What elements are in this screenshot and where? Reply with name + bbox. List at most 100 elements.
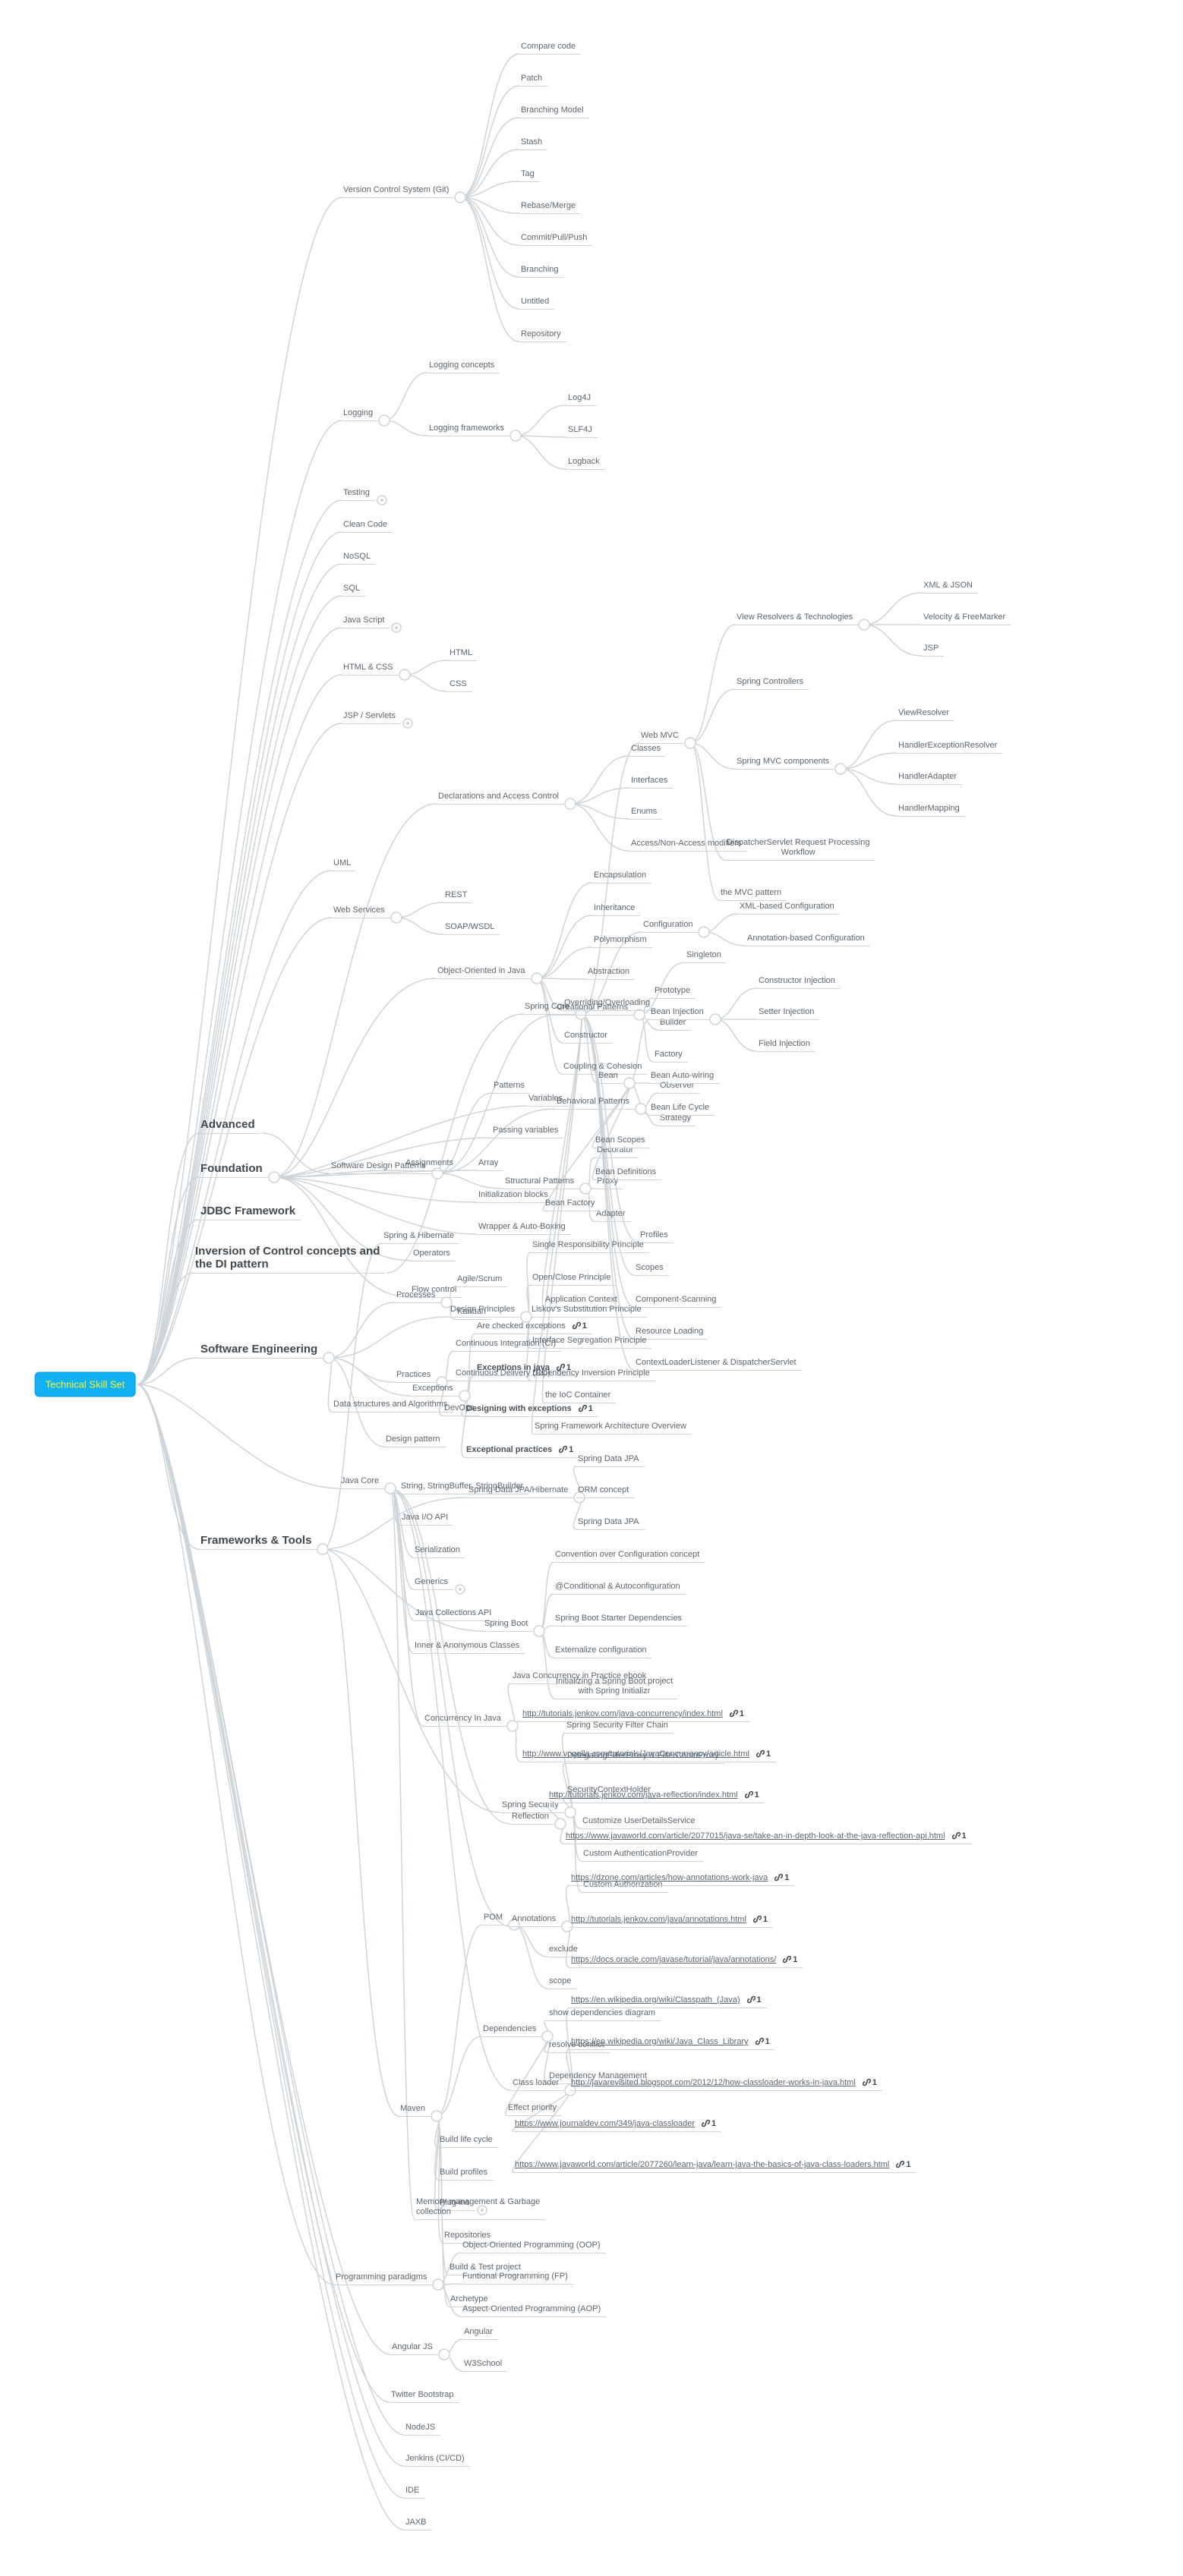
topic-slf4j-topic[interactable]: SLF4J bbox=[566, 425, 598, 438]
topic-spring-arch-topic[interactable]: Spring Framework Architecture Overview bbox=[533, 1422, 692, 1434]
topic-angular-js-topic[interactable]: Angular JS bbox=[390, 2342, 438, 2355]
topic-passing-variables-topic[interactable]: Passing variables bbox=[491, 1126, 564, 1138]
topic-singleton-topic[interactable]: Singleton bbox=[685, 950, 727, 963]
topic-annotations-topic[interactable]: Annotations bbox=[510, 1914, 562, 1927]
branch-junction-icon[interactable] bbox=[633, 1009, 645, 1021]
topic-jaxb-topic[interactable]: JAXB bbox=[404, 2518, 432, 2530]
topic-sql-topic[interactable]: SQL bbox=[342, 584, 366, 597]
topic-interface-segregation-topic[interactable]: Interface Segregation Principle bbox=[531, 1336, 652, 1349]
topic-jenkins-topic[interactable]: Jenkins (CI/CD) bbox=[404, 2454, 470, 2467]
branch-junction-icon[interactable] bbox=[858, 619, 870, 631]
branch-junction-icon[interactable] bbox=[564, 798, 576, 810]
topic-collections-api-topic[interactable]: Java Collections API bbox=[414, 1608, 497, 1621]
hyperlink-badge[interactable]: 1 bbox=[572, 1321, 587, 1331]
hyperlink-badge[interactable]: 1 bbox=[578, 1404, 593, 1414]
topic-velocity-freemarker-topic[interactable]: Velocity & FreeMarker bbox=[922, 613, 1011, 625]
topic-delegating-filter-proxy-topic[interactable]: DelegatingFilterProxy & FilterChainProxy bbox=[566, 1751, 724, 1764]
topic-flow-control-topic[interactable]: Flow control bbox=[410, 1285, 462, 1298]
collapse-indicator-icon[interactable] bbox=[455, 1584, 465, 1595]
branch-junction-icon[interactable] bbox=[531, 972, 543, 984]
hyperlink-badge[interactable]: 1 bbox=[729, 1709, 744, 1719]
topic-bean-topic[interactable]: Bean bbox=[597, 1071, 623, 1084]
topic-variables-topic[interactable]: Variables bbox=[527, 1094, 569, 1107]
topic-access-modifiers-topic[interactable]: Access/Non-Access modifiers bbox=[629, 839, 747, 852]
topic-nosql-topic[interactable]: NoSQL bbox=[342, 552, 377, 565]
branch-junction-icon[interactable] bbox=[575, 1008, 587, 1020]
topic-jcip-ebook-topic[interactable]: Java Concurrency in Practice ebook bbox=[511, 1671, 652, 1684]
topic-configuration-topic[interactable]: Configuration bbox=[642, 920, 699, 933]
topic-field-injection-topic[interactable]: Field Injection bbox=[757, 1039, 815, 1052]
topic-repositories-topic[interactable]: Repositories bbox=[443, 2231, 497, 2244]
topic-spring-core-topic[interactable]: Spring Core bbox=[523, 1002, 575, 1015]
topic-design-principles-topic[interactable]: Design Principles bbox=[449, 1305, 520, 1318]
link-dzone-annotations[interactable]: https://dzone.com/articles/how-annotatio… bbox=[569, 1873, 795, 1886]
topic-view-resolvers-topic[interactable]: View Resolvers & Technologies bbox=[735, 613, 859, 625]
topic-behavioral-topic[interactable]: Behavioral Patterns bbox=[555, 1097, 635, 1110]
topic-custom-authentication-provider-topic[interactable]: Custom AuthenticationProvider bbox=[582, 1849, 704, 1862]
topic-xml-json-topic[interactable]: XML & JSON bbox=[922, 581, 978, 594]
topic-serialization-topic[interactable]: Serialization bbox=[413, 1545, 465, 1558]
topic-wrapper-autoboxing-topic[interactable]: Wrapper & Auto-Boxing bbox=[477, 1222, 571, 1235]
branch-junction-icon[interactable] bbox=[554, 1818, 566, 1830]
topic-ioc-container-topic[interactable]: the IoC Container bbox=[544, 1390, 617, 1403]
topic-custom-authorization-topic[interactable]: Custom Authorization bbox=[582, 1880, 668, 1893]
topic-mvc-pattern-topic[interactable]: the MVC pattern bbox=[719, 888, 787, 901]
link-vogella-concurrency[interactable]: http://www.vogella.com/tutorials/JavaCon… bbox=[521, 1749, 777, 1762]
topic-assignments-topic[interactable]: Assignments bbox=[404, 1158, 459, 1171]
topic-devops-topic[interactable]: DevOps bbox=[443, 1403, 480, 1416]
link-jenkov-concurrency[interactable]: http://tutorials.jenkov.com/java-concurr… bbox=[521, 1709, 750, 1722]
topic-abstraction-topic[interactable]: Abstraction bbox=[586, 967, 636, 980]
link-jenkov-reflection[interactable]: http://tutorials.jenkov.com/java-reflect… bbox=[547, 1790, 765, 1803]
topic-web-mvc-topic[interactable]: Web MVC bbox=[639, 731, 684, 744]
topic-branching-topic[interactable]: Branching bbox=[519, 265, 564, 278]
topic-processes-topic[interactable]: Processes bbox=[395, 1290, 441, 1303]
branch-junction-icon[interactable] bbox=[432, 2278, 444, 2291]
link-oracle-annotations[interactable]: https://docs.oracle.com/javase/tutorial/… bbox=[569, 1955, 803, 1968]
topic-context-loader-topic[interactable]: ContextLoaderListener & DispatcherServle… bbox=[634, 1358, 802, 1371]
topic-classes-topic[interactable]: Classes bbox=[629, 744, 667, 757]
topic-design-pattern-topic[interactable]: Design pattern bbox=[384, 1434, 446, 1447]
topic-html-css-topic[interactable]: HTML & CSS bbox=[342, 663, 399, 675]
topic-coupling-cohesion-topic[interactable]: Coupling & Cohesion bbox=[562, 1062, 648, 1075]
topic-effect-priority-topic[interactable]: Effect priority bbox=[506, 2103, 562, 2116]
topic-proxy-topic[interactable]: Proxy bbox=[595, 1176, 624, 1189]
topic-practices-topic[interactable]: Practices bbox=[395, 1370, 437, 1383]
topic-bean-scopes-topic[interactable]: Bean Scopes bbox=[594, 1135, 651, 1148]
branch-junction-icon[interactable] bbox=[268, 1171, 280, 1183]
topic-inheritance-topic[interactable]: Inheritance bbox=[592, 903, 641, 916]
branch-junction-icon[interactable] bbox=[561, 1920, 573, 1932]
hyperlink-badge[interactable]: 1 bbox=[752, 1915, 768, 1925]
topic-spring-data-jpa-hibernate-topic[interactable]: Spring Data JPA/Hibernate bbox=[467, 1485, 574, 1498]
topic-constructor-topic[interactable]: Constructor bbox=[563, 1031, 613, 1044]
topic-security-filter-chain-topic[interactable]: Spring Security Filter Chain bbox=[565, 1721, 674, 1734]
topic-agile-scrum-topic[interactable]: Agile/Scrum bbox=[456, 1274, 508, 1287]
topic-jsp-view-topic[interactable]: JSP bbox=[922, 644, 945, 657]
topic-jsp-servlets-topic[interactable]: JSP / Servlets bbox=[342, 711, 401, 724]
topic-memory-management-topic[interactable]: Memory management & Garbage collection bbox=[415, 2197, 546, 2220]
topic-oo-java-topic[interactable]: Object-Oriented in Java bbox=[436, 966, 531, 979]
topic-overriding-overloading-topic[interactable]: Overriding/Overloading bbox=[563, 998, 656, 1011]
topic-inner-anonymous-topic[interactable]: Inner & Anonymous Classes bbox=[413, 1641, 525, 1654]
topic-concurrency-topic[interactable]: Concurrency In Java bbox=[423, 1714, 506, 1727]
topic-spring-hibernate-topic[interactable]: Spring & Hibernate bbox=[382, 1231, 459, 1244]
topic-jdbc-topic[interactable]: JDBC Framework bbox=[199, 1205, 301, 1220]
topic-prototype-topic[interactable]: Prototype bbox=[653, 986, 696, 999]
topic-untitled-topic[interactable]: Untitled bbox=[519, 297, 555, 310]
topic-archetype-topic[interactable]: Archetype bbox=[449, 2294, 494, 2307]
topic-pom-topic[interactable]: POM bbox=[482, 1913, 509, 1926]
topic-testing-topic[interactable]: Testing bbox=[342, 488, 375, 501]
hyperlink-badge[interactable]: 1 bbox=[756, 1749, 771, 1759]
topic-clean-code-topic[interactable]: Clean Code bbox=[342, 520, 393, 533]
topic-tag-topic[interactable]: Tag bbox=[519, 169, 540, 182]
topic-spring-controllers-topic[interactable]: Spring Controllers bbox=[735, 677, 809, 690]
topic-patch-topic[interactable]: Patch bbox=[519, 74, 548, 87]
topic-logging-frameworks-topic[interactable]: Logging frameworks bbox=[427, 424, 510, 436]
topic-foundation-topic[interactable]: Foundation bbox=[199, 1162, 268, 1178]
topic-bean-factory-topic[interactable]: Bean Factory bbox=[544, 1198, 601, 1211]
topic-nodejs-topic[interactable]: NodeJS bbox=[404, 2423, 441, 2436]
topic-creational-topic[interactable]: Creational Patterns bbox=[555, 1003, 634, 1016]
branch-junction-icon[interactable] bbox=[399, 669, 411, 681]
topic-ci-topic[interactable]: Continuous Integration (CI) bbox=[454, 1339, 562, 1352]
collapse-indicator-icon[interactable] bbox=[402, 718, 413, 729]
topic-sdp-topic[interactable]: Software Design Patterns bbox=[330, 1161, 431, 1174]
